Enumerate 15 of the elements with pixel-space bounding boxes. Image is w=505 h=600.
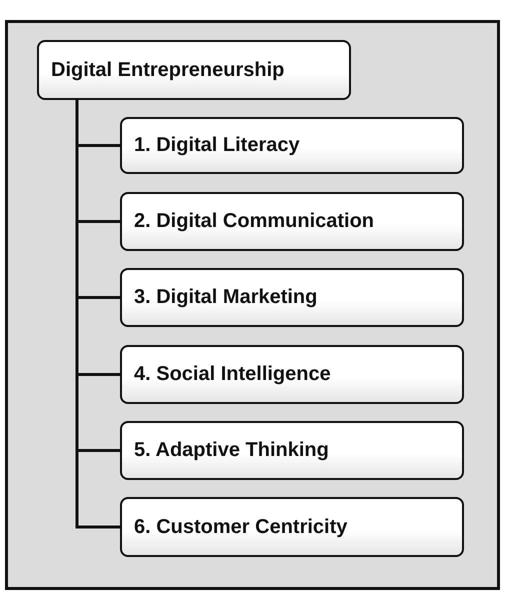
box-label: 4. Social Intelligence xyxy=(134,363,331,386)
connector-line xyxy=(76,100,120,528)
category-box xyxy=(120,192,464,251)
box-label: 2. Digital Communication xyxy=(134,210,374,233)
box-label: 6. Customer Centricity xyxy=(134,516,348,538)
category-box xyxy=(120,497,464,557)
category-box xyxy=(120,345,464,404)
category-box xyxy=(120,117,464,174)
box-label: Digital Entrepreneurship xyxy=(51,58,284,82)
category-box xyxy=(120,268,464,327)
box-label: 5. Adaptive Thinking xyxy=(134,439,329,462)
box-label: 3. Digital Marketing xyxy=(134,286,318,309)
category-box xyxy=(120,421,464,480)
root-box xyxy=(37,40,351,100)
box-label: 1. Digital Literacy xyxy=(134,134,300,157)
